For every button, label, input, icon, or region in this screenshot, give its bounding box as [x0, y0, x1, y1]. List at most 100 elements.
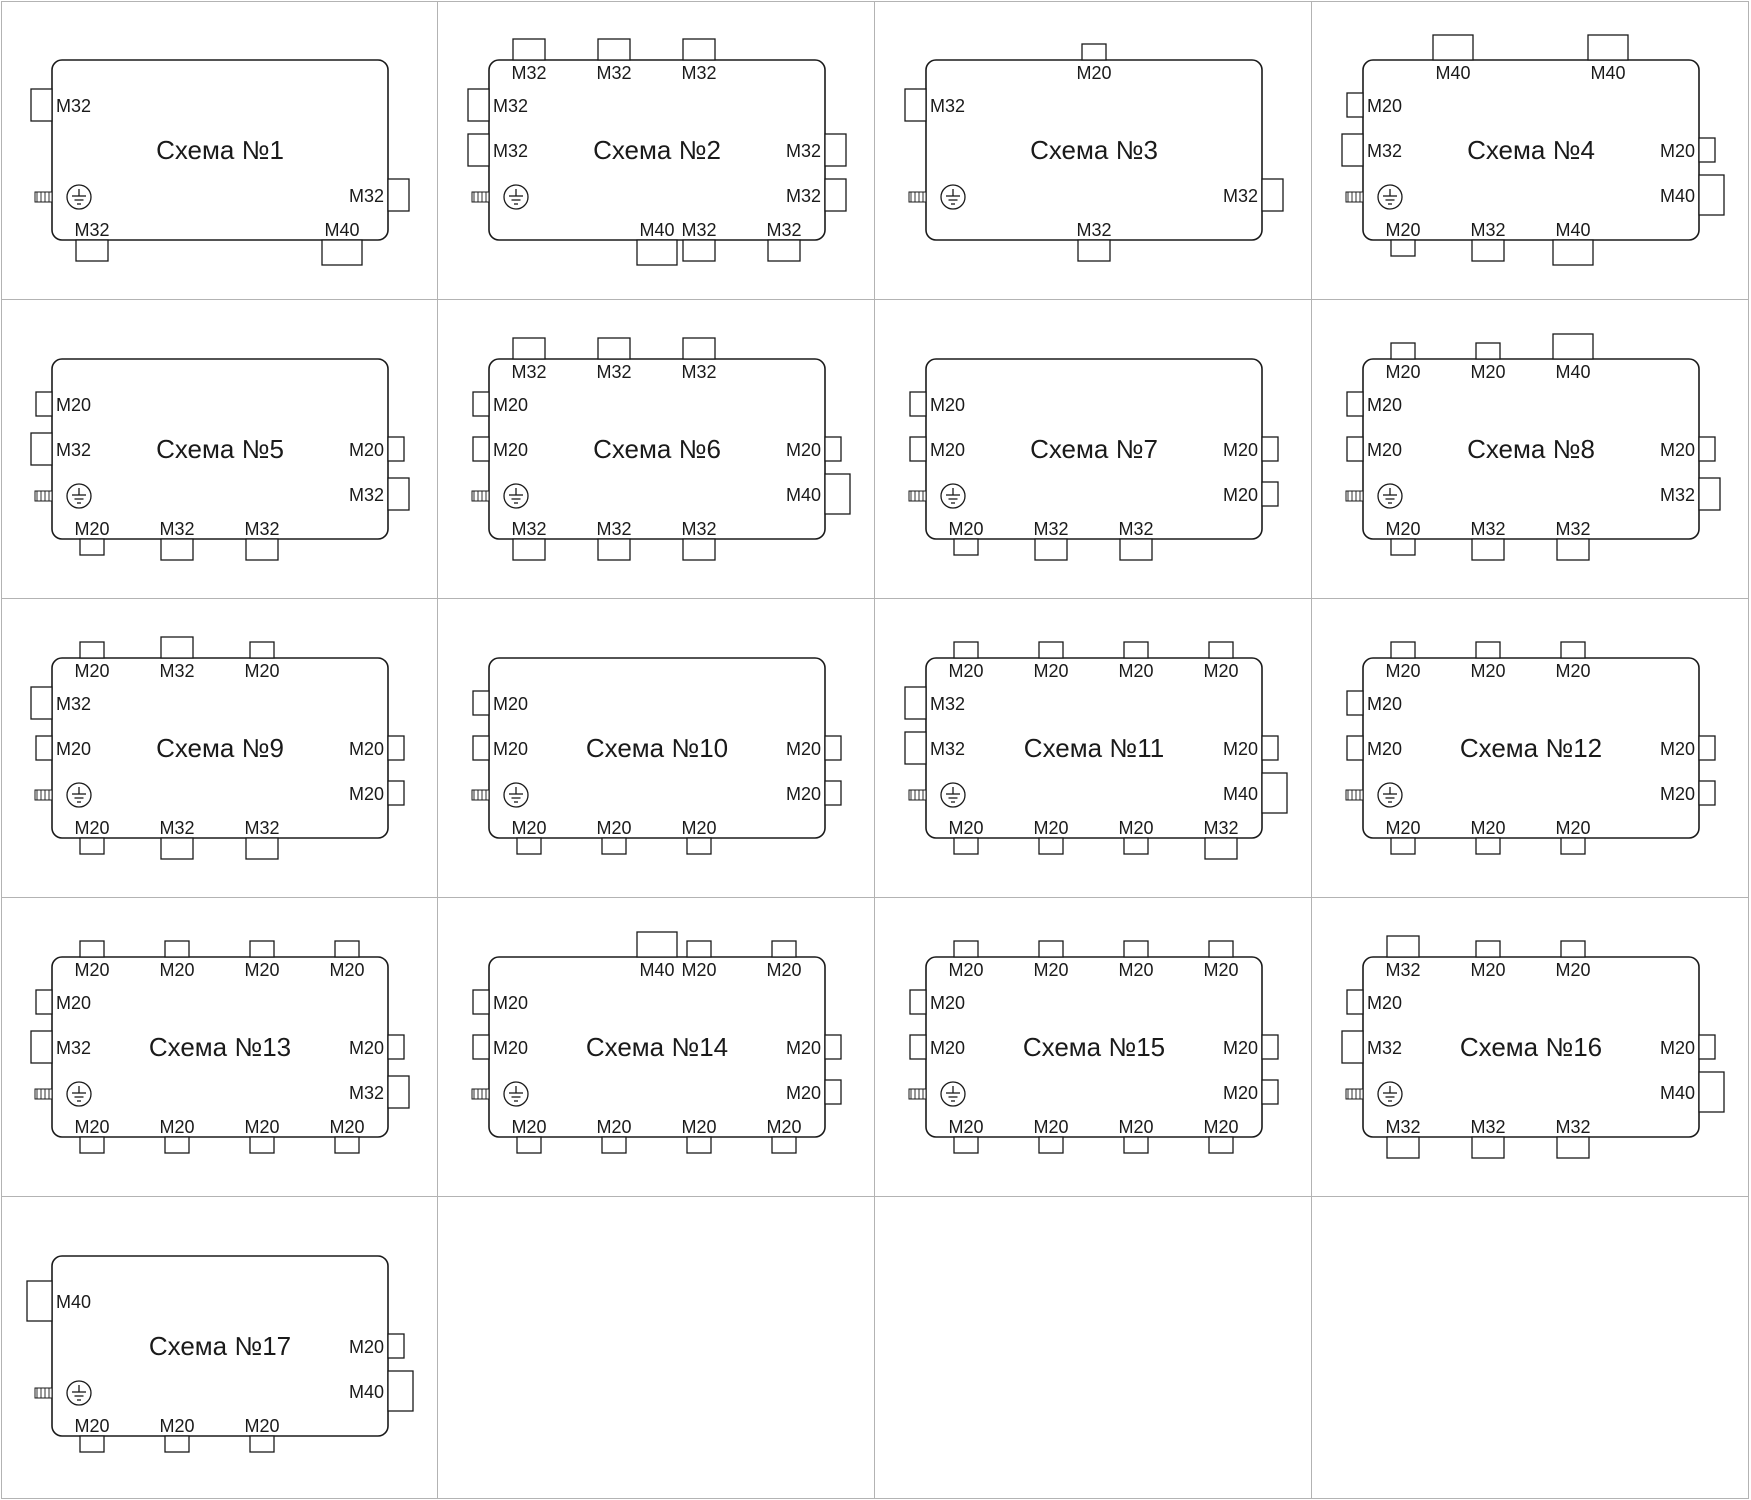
top-gland-label: М40	[1435, 63, 1470, 83]
ground-icon	[66, 782, 92, 808]
right-gland-label: М20	[1660, 739, 1695, 759]
left-gland-label: М20	[1367, 96, 1402, 116]
right-gland	[1261, 481, 1279, 507]
ground-icon	[66, 184, 92, 210]
right-gland	[1698, 174, 1725, 216]
bottom-gland	[1119, 538, 1153, 561]
bottom-gland	[1208, 1136, 1234, 1154]
scheme-title: Схема №2	[593, 135, 721, 165]
right-gland-label: М20	[786, 739, 821, 759]
bottom-gland	[953, 1136, 979, 1154]
left-gland	[467, 133, 490, 167]
top-gland	[1560, 641, 1586, 659]
right-gland-label: М20	[349, 1038, 384, 1058]
right-gland-label: М40	[349, 1382, 384, 1402]
top-gland	[1432, 34, 1474, 61]
right-gland-label: М32	[786, 186, 821, 206]
left-gland-label: М32	[1367, 141, 1402, 161]
top-gland	[953, 940, 979, 958]
top-gland	[1475, 342, 1501, 360]
left-gland	[30, 1030, 53, 1064]
scheme-title: Схема №3	[1030, 135, 1158, 165]
bottom-gland	[682, 538, 716, 561]
left-gland	[909, 391, 927, 417]
bottom-gland-label: М32	[1203, 818, 1238, 838]
bottom-gland	[1552, 239, 1594, 266]
right-gland	[1698, 735, 1716, 761]
bottom-gland-label: М20	[74, 1117, 109, 1137]
bottom-gland-label: М20	[1033, 818, 1068, 838]
bottom-gland-label: М32	[244, 519, 279, 539]
bottom-gland	[953, 538, 979, 556]
left-gland	[909, 436, 927, 462]
bottom-gland	[1560, 837, 1586, 855]
ground-bolt-icon	[908, 490, 927, 502]
left-gland-label: М32	[930, 739, 965, 759]
bottom-gland	[516, 1136, 542, 1154]
left-gland	[30, 88, 53, 122]
ground-bolt-icon	[471, 789, 490, 801]
scheme-title: Схема №1	[156, 135, 284, 165]
left-gland-label: М20	[56, 395, 91, 415]
ground-icon	[66, 483, 92, 509]
bottom-gland	[1471, 1136, 1505, 1159]
bottom-gland	[164, 1435, 190, 1453]
bottom-gland-label: М20	[1033, 1117, 1068, 1137]
bottom-gland	[516, 837, 542, 855]
bottom-gland	[1123, 1136, 1149, 1154]
bottom-gland-label: М20	[1385, 220, 1420, 240]
left-gland	[1341, 133, 1364, 167]
top-gland-label: М20	[1118, 661, 1153, 681]
left-gland	[1341, 1030, 1364, 1064]
bottom-gland-label: М20	[948, 519, 983, 539]
scheme-title: Схема №5	[156, 434, 284, 464]
right-gland	[1261, 1034, 1279, 1060]
left-gland-label: М20	[1367, 739, 1402, 759]
right-gland	[387, 477, 410, 511]
left-gland-label: М20	[930, 440, 965, 460]
ground-icon	[66, 1081, 92, 1107]
left-gland	[35, 735, 53, 761]
scheme-title: Схема №12	[1460, 733, 1602, 763]
left-gland-label: М20	[493, 993, 528, 1013]
bottom-gland-label: М32	[596, 519, 631, 539]
bottom-gland	[1475, 837, 1501, 855]
bottom-gland-label: М40	[639, 220, 674, 240]
scheme-title: Схема №15	[1023, 1032, 1165, 1062]
top-gland-label: М20	[1033, 960, 1068, 980]
right-gland-label: М20	[1223, 1038, 1258, 1058]
bottom-gland-label: М32	[681, 519, 716, 539]
right-gland-label: М32	[1223, 186, 1258, 206]
bottom-gland-label: М20	[74, 1416, 109, 1436]
top-gland	[1390, 641, 1416, 659]
top-gland	[1475, 940, 1501, 958]
right-gland-label: М20	[1660, 141, 1695, 161]
bottom-gland	[1556, 538, 1590, 561]
top-gland-label: М32	[159, 661, 194, 681]
right-gland	[824, 1034, 842, 1060]
right-gland-label: М32	[1660, 485, 1695, 505]
right-gland-label: М20	[1660, 784, 1695, 804]
top-gland-label: М32	[681, 362, 716, 382]
bottom-gland	[1204, 837, 1238, 860]
ground-icon	[503, 782, 529, 808]
right-gland-label: М20	[1223, 1083, 1258, 1103]
scheme-title: Схема №6	[593, 434, 721, 464]
bottom-gland-label: М20	[681, 1117, 716, 1137]
left-gland-label: М20	[493, 739, 528, 759]
bottom-gland-label: М20	[159, 1117, 194, 1137]
scheme-title: Схема №17	[149, 1331, 291, 1361]
top-gland-label: М20	[1470, 362, 1505, 382]
bottom-gland	[79, 1136, 105, 1154]
left-gland-label: М20	[493, 440, 528, 460]
bottom-gland	[767, 239, 801, 262]
right-gland	[1698, 137, 1716, 163]
right-gland-label: М20	[786, 784, 821, 804]
bottom-gland	[1390, 837, 1416, 855]
